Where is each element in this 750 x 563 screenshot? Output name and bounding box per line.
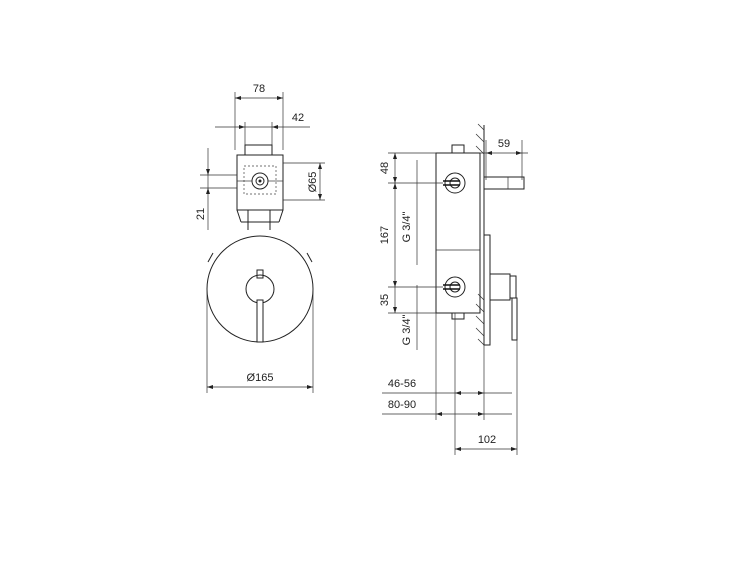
dim-label-165: Ø165 xyxy=(247,372,274,384)
dim-label-59: 59 xyxy=(498,138,510,150)
dim-label-48: 48 xyxy=(379,162,391,174)
side-view: 59 48 167 35 G 3/4" G 3/4" xyxy=(379,123,528,455)
dim-label-167: 167 xyxy=(379,226,391,244)
dim-plate-diameter: Ø165 xyxy=(206,290,314,393)
front-mounting-box xyxy=(236,144,284,230)
dim-front-width-top: 78 xyxy=(234,83,284,150)
dim-label-46-56: 46-56 xyxy=(388,378,416,390)
dim-label-21: 21 xyxy=(195,208,207,220)
dim-label-65: Ø65 xyxy=(307,172,319,193)
dim-side-verticals: 48 167 35 G 3/4" G 3/4" xyxy=(379,152,443,350)
dim-label-35: 35 xyxy=(379,294,391,306)
front-cover-plate xyxy=(206,235,314,343)
dim-front-width-body: 42 xyxy=(215,112,310,150)
side-top-spout xyxy=(483,176,525,190)
dim-label-42: 42 xyxy=(292,112,304,124)
dim-port-diameter: Ø65 xyxy=(283,162,325,201)
side-cover-plate xyxy=(483,234,518,346)
dim-handle-projection: 59 xyxy=(480,138,528,180)
thread-label-upper: G 3/4" xyxy=(401,212,413,243)
side-mounting-box xyxy=(435,144,481,320)
dim-label-102: 102 xyxy=(478,434,496,446)
dim-label-80-90: 80-90 xyxy=(388,399,416,411)
thread-label-lower: G 3/4" xyxy=(401,315,413,346)
dim-port-offset: 21 xyxy=(195,148,237,230)
front-view: 78 42 xyxy=(195,83,325,393)
dim-label-78: 78 xyxy=(253,83,265,95)
dim-side-depths: 46-56 80-90 102 xyxy=(382,313,518,455)
